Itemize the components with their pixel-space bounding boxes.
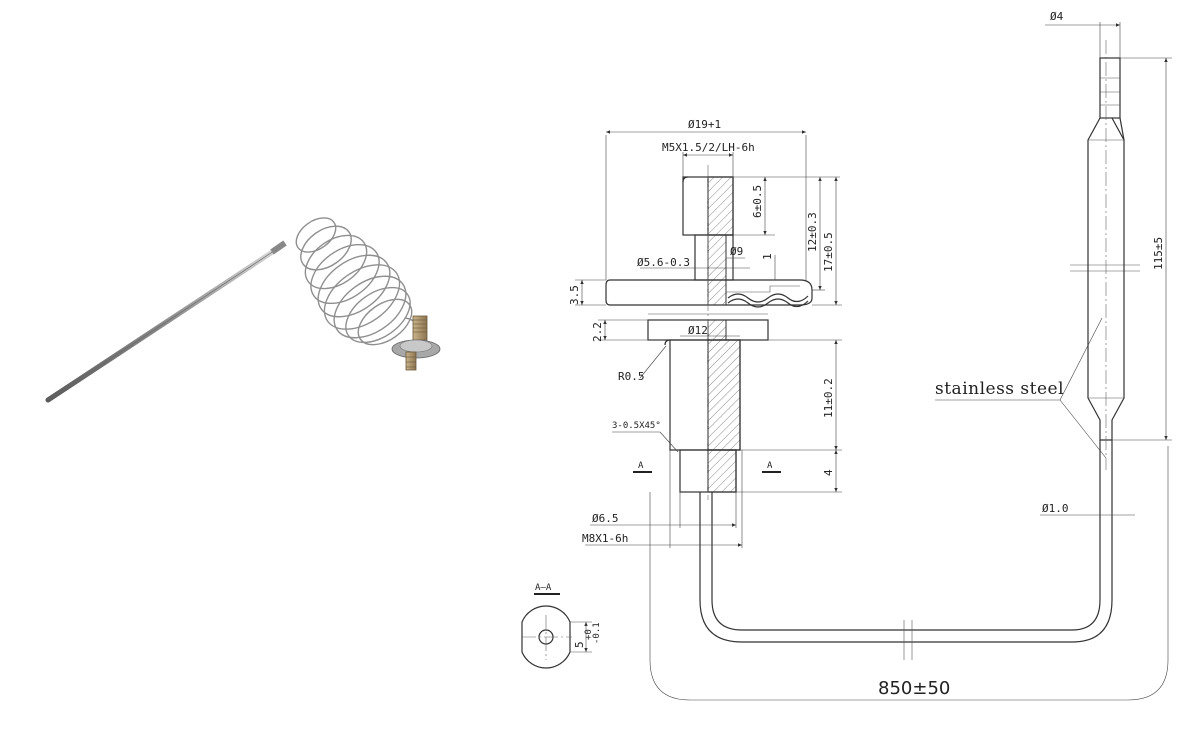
dim-thread-m8: M8X1-6h — [582, 532, 628, 545]
product-photo — [45, 217, 441, 403]
dim-h-6: 6±0.5 — [751, 185, 764, 218]
dim-dia-9: Ø9 — [730, 245, 743, 258]
dim-h-1: 1 — [761, 253, 774, 260]
dim-dia-6-5: Ø6.5 — [592, 512, 619, 525]
dim-len-115: 115±5 — [1152, 237, 1165, 270]
material-note: stainless steel — [935, 379, 1064, 399]
dim-thread-m5: M5X1.5/2/LH-6h — [662, 141, 755, 154]
dim-h-3-5: 3.5 — [568, 285, 581, 305]
sensor-head — [391, 315, 441, 371]
dim-dia-4: Ø4 — [1050, 10, 1064, 23]
section-mark-left: A — [638, 461, 644, 471]
section-view-aa — [521, 593, 592, 669]
dim-h-12: 12±0.3 — [806, 212, 819, 252]
dim-dia-19: Ø19+1 — [688, 118, 721, 131]
section-title: A—A — [535, 583, 552, 593]
dim-h-2-2: 2.2 — [591, 322, 604, 342]
probe-bulb — [1087, 40, 1125, 470]
capillary-coil — [295, 217, 419, 346]
dim-flat-tol-top: +0 — [584, 629, 594, 640]
dim-h-11: 11±0.2 — [822, 378, 835, 418]
dim-dia-12: Ø12 — [688, 324, 708, 337]
dimension-lines — [575, 22, 1172, 701]
dim-flat-5: 5 — [573, 641, 586, 648]
dim-r-0-5: R0.5 — [618, 370, 645, 383]
dim-chamfer: 3-0.5X45° — [612, 421, 661, 431]
dim-h-4: 4 — [822, 469, 835, 476]
thermostat-body — [605, 165, 813, 500]
probe-rod — [45, 240, 287, 403]
dim-flat-tol-bot: -0.1 — [592, 622, 602, 644]
dim-h-17: 17±0.5 — [822, 232, 835, 272]
section-mark-right: A — [767, 461, 773, 471]
dim-dia-5-6: Ø5.6-0.3 — [637, 256, 690, 269]
capillary-tube — [699, 264, 1140, 660]
dim-dia-1: Ø1.0 — [1042, 502, 1069, 515]
dim-capillary-length: 850±50 — [878, 678, 950, 699]
